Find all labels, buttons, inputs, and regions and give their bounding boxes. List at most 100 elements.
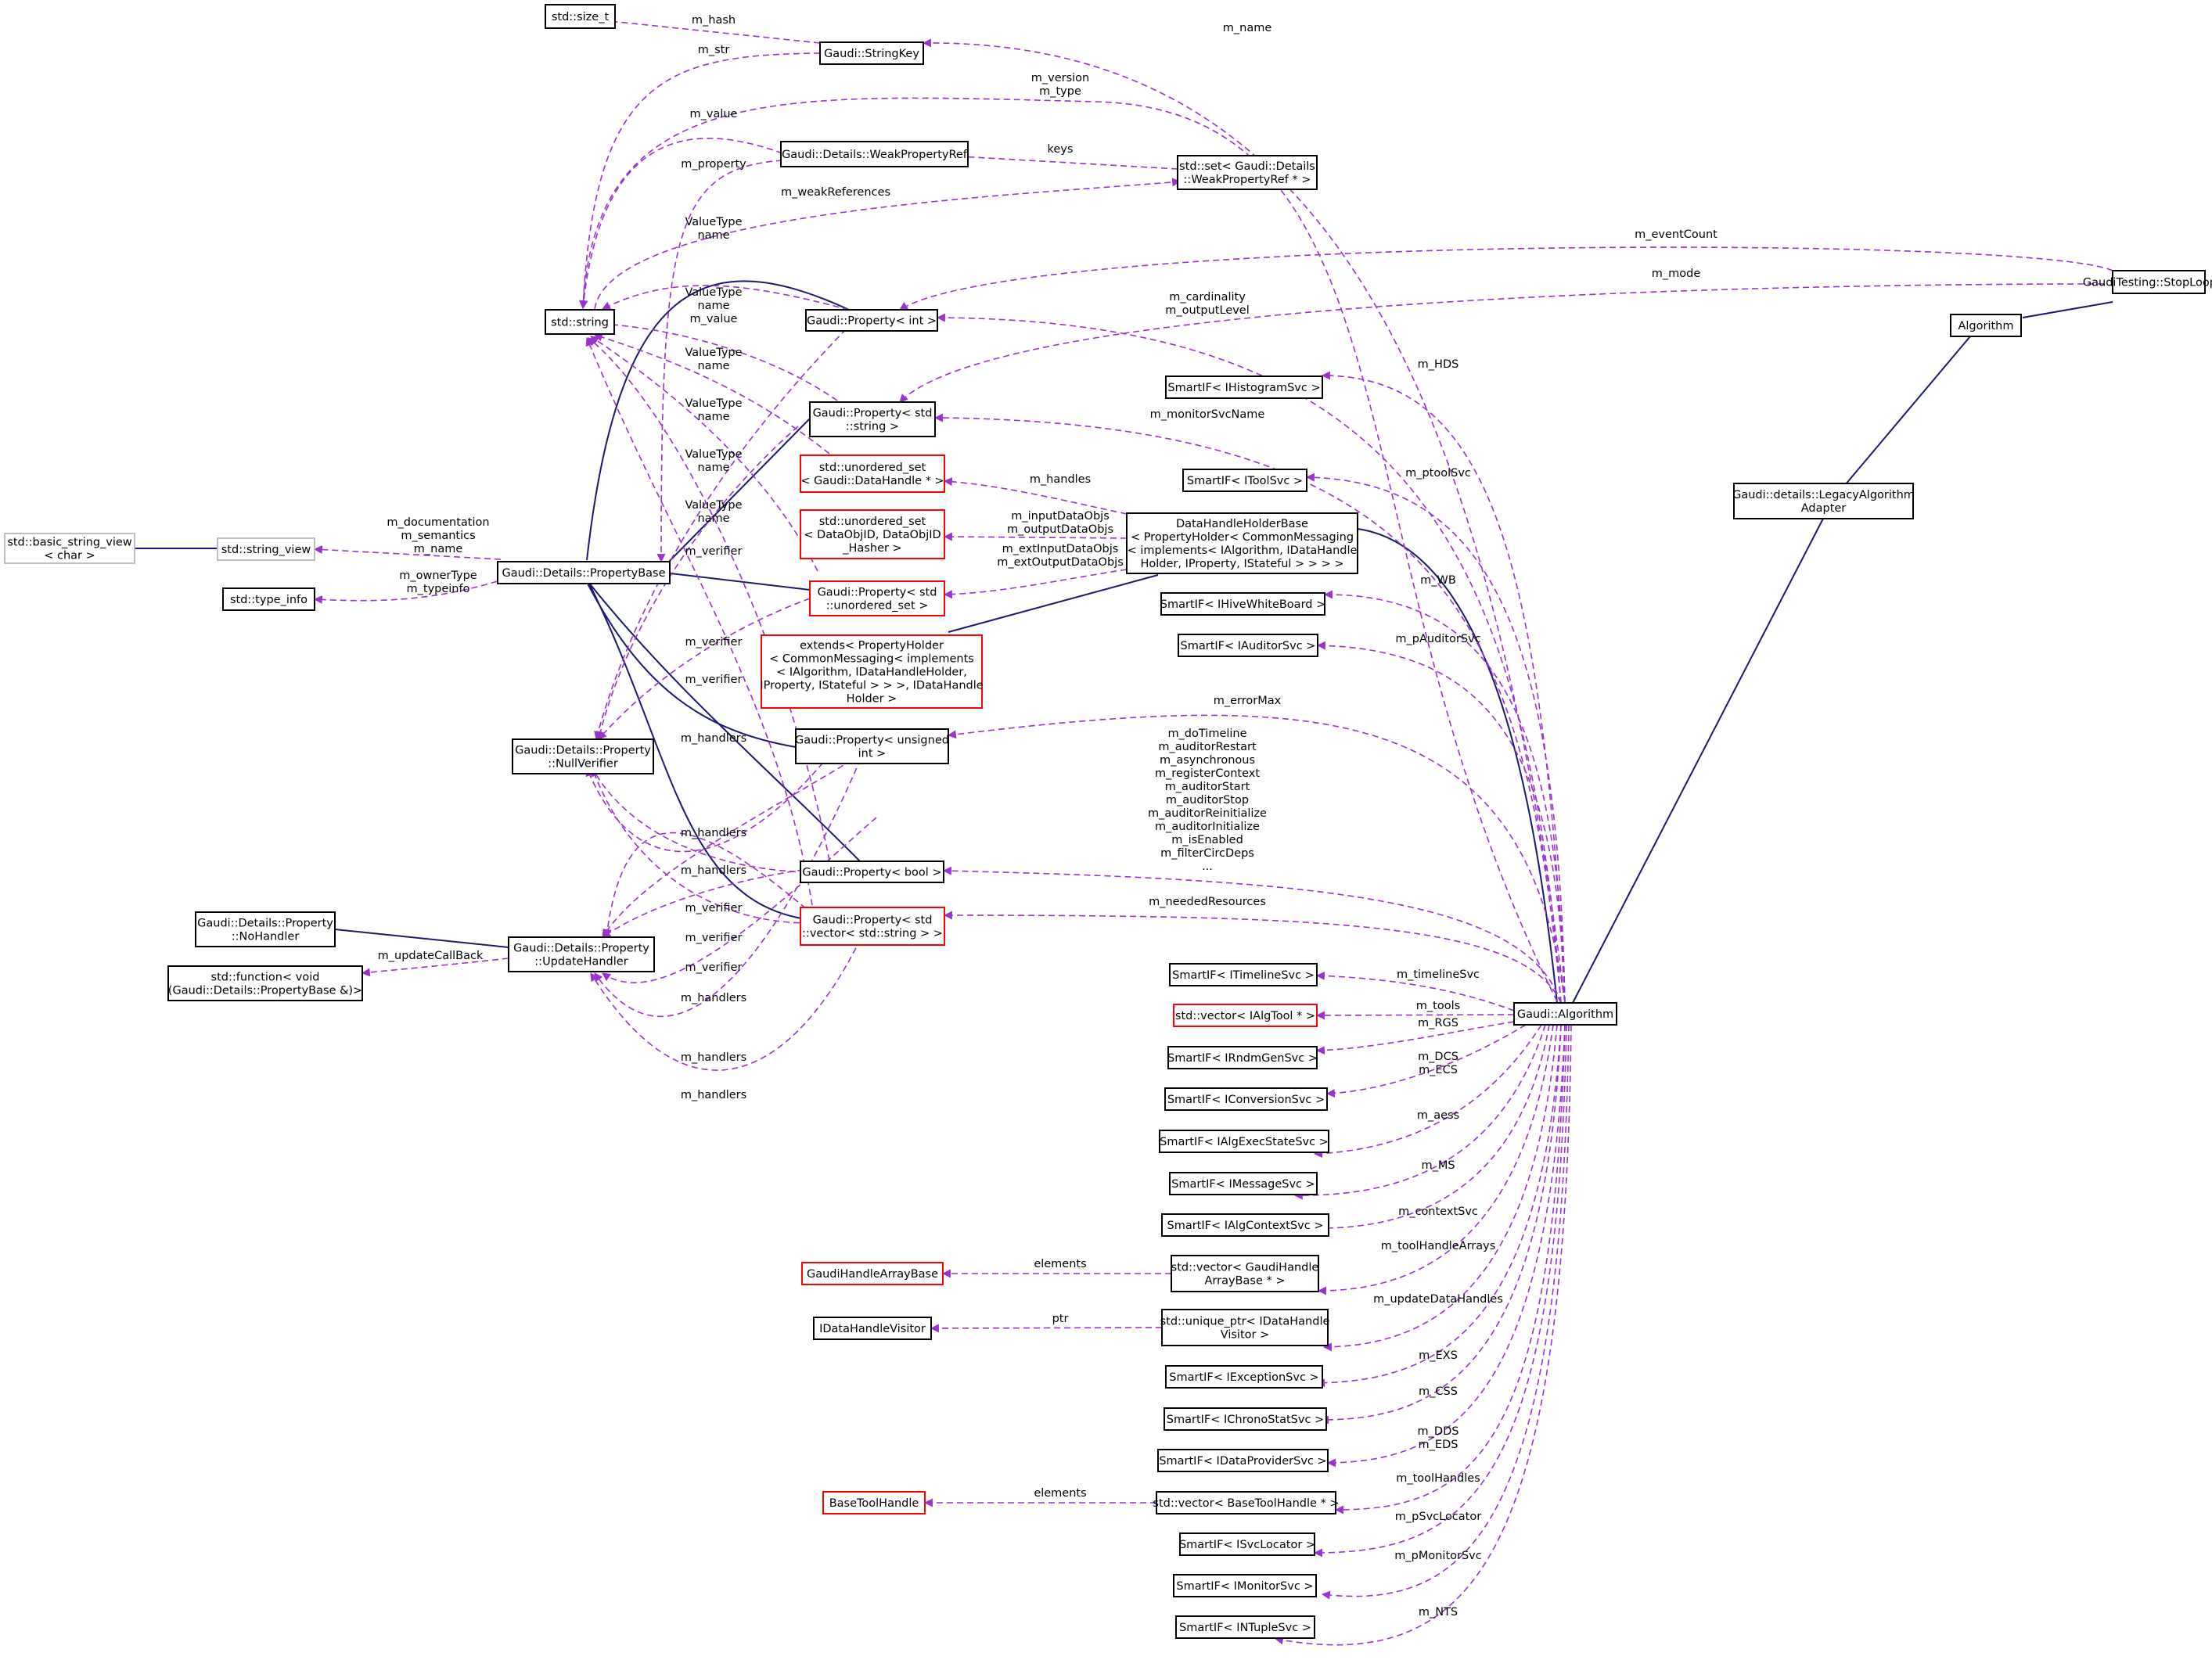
- class-node-stoploop[interactable]: GaudiTesting::StopLoopAlg: [2083, 270, 2212, 294]
- class-node-galg[interactable]: Gaudi::Algorithm: [1513, 1002, 1617, 1026]
- node-box: [1733, 483, 1914, 519]
- node-box: [1169, 963, 1318, 986]
- class-node-vecAlgTool[interactable]: std::vector< IAlgTool * >: [1173, 1004, 1318, 1027]
- edge-updatecb: [361, 958, 509, 977]
- class-node-sConv[interactable]: SmartIF< IConversionSvc >: [1164, 1087, 1328, 1111]
- class-node-sTimeline[interactable]: SmartIF< ITimelineSvc >: [1169, 963, 1318, 986]
- class-node-stringview[interactable]: std::string_view: [217, 537, 315, 561]
- node-label: SmartIF< IMessageSvc >: [1171, 1178, 1315, 1191]
- class-node-propvec[interactable]: Gaudi::Property< std::vector< std::strin…: [800, 907, 945, 946]
- inherit-algorithm-legacy: [1844, 336, 1971, 486]
- class-node-extends[interactable]: extends< PropertyHolder< CommonMessaging…: [760, 634, 984, 709]
- edge-label-text: m_typeinfo: [407, 583, 470, 595]
- node-box: [1177, 155, 1318, 190]
- edge-verifier4: [592, 767, 807, 873]
- edge-needed: [943, 911, 1562, 1004]
- edge-hash: [601, 16, 821, 44]
- class-node-sChrono[interactable]: SmartIF< IChronoStatSvc >: [1164, 1407, 1327, 1431]
- class-node-sAudit[interactable]: SmartIF< IAuditorSvc >: [1178, 634, 1318, 657]
- class-node-sRndm[interactable]: SmartIF< IRndmGenSvc >: [1167, 1046, 1318, 1069]
- edge-label-text: m_weakReferences: [781, 186, 890, 199]
- class-node-typeinfo[interactable]: std::type_info: [222, 587, 315, 611]
- node-box: [1182, 469, 1307, 492]
- class-node-stdfunc[interactable]: std::function< void(Gaudi::Details::Prop…: [167, 965, 363, 1001]
- edge-label-text: m_verifier: [685, 902, 743, 914]
- node-box: [1164, 1087, 1328, 1111]
- class-node-algorithm[interactable]: Algorithm: [1950, 314, 2022, 337]
- class-node-sMsg[interactable]: SmartIF< IMessageSvc >: [1169, 1172, 1318, 1195]
- node-label: SmartIF< IExceptionSvc >: [1169, 1371, 1318, 1384]
- edge-verifier3: [594, 314, 861, 741]
- edge-label-l_aess: m_aess: [1417, 1109, 1459, 1122]
- class-node-propunord[interactable]: Gaudi::Property< std::unordered_set >: [809, 580, 945, 616]
- edge-label-text: m_handlers: [681, 732, 746, 745]
- edge-label-text: m_handlers: [681, 1089, 746, 1101]
- class-node-sLoc[interactable]: SmartIF< ISvcLocator >: [1179, 1532, 1315, 1556]
- class-node-stdstring[interactable]: std::string: [545, 309, 615, 335]
- node-label: Gaudi::Property< std: [813, 914, 933, 927]
- class-node-propbool[interactable]: Gaudi::Property< bool >: [800, 861, 944, 883]
- node-label: Gaudi::Details::WeakPropertyRef: [782, 149, 968, 161]
- class-node-sDP[interactable]: SmartIF< IDataProviderSvc >: [1157, 1449, 1329, 1472]
- class-node-propbase[interactable]: Gaudi::Details::PropertyBase: [497, 561, 671, 584]
- edge-css: [1319, 1024, 1562, 1425]
- class-node-sizet[interactable]: std::size_t: [545, 4, 616, 29]
- class-node-vecGHA[interactable]: std::vector< GaudiHandleArrayBase * >: [1171, 1255, 1319, 1292]
- class-node-updhandler[interactable]: Gaudi::Details::Property::UpdateHandler: [508, 936, 655, 972]
- class-node-sTool[interactable]: SmartIF< IToolSvc >: [1182, 469, 1307, 492]
- class-node-sHive[interactable]: SmartIF< IHiveWhiteBoard >: [1160, 592, 1325, 616]
- class-node-nohandler[interactable]: Gaudi::Details::Property::NoHandler: [195, 911, 336, 947]
- node-box: [800, 509, 945, 559]
- class-node-sExc[interactable]: SmartIF< IExceptionSvc >: [1165, 1365, 1323, 1389]
- node-label: IDataHandleVisitor: [819, 1323, 926, 1335]
- node-box: [1173, 1004, 1318, 1027]
- node-box: [809, 401, 936, 437]
- edge-label-text: m_NTS: [1419, 1606, 1458, 1619]
- node-label: SmartIF< ISvcLocator >: [1179, 1539, 1315, 1551]
- class-node-sHisto[interactable]: SmartIF< IHistogramSvc >: [1165, 375, 1323, 399]
- class-node-propint[interactable]: Gaudi::Property< int >: [805, 309, 938, 332]
- edge-label-text: m_handlers: [681, 827, 746, 839]
- edge-label-l_tools: m_tools: [1416, 1000, 1460, 1012]
- edge-label-l_verifier3: m_verifier: [685, 674, 743, 686]
- class-node-setweak[interactable]: std::set< Gaudi::Details::WeakPropertyRe…: [1177, 155, 1318, 190]
- class-node-unordDH[interactable]: std::unordered_set< Gaudi::DataHandle * …: [800, 455, 945, 493]
- class-node-basicsv[interactable]: std::basic_string_view< char >: [4, 533, 135, 564]
- node-box: [508, 936, 655, 972]
- inherit-nohandler-updhandler: [334, 929, 509, 948]
- class-node-weakref[interactable]: Gaudi::Details::WeakPropertyRef: [780, 141, 969, 167]
- class-node-ghab[interactable]: GaudiHandleArrayBase: [801, 1262, 944, 1285]
- class-node-sMon[interactable]: SmartIF< IMonitorSvc >: [1173, 1574, 1317, 1597]
- node-label: Gaudi::Algorithm: [1517, 1008, 1613, 1021]
- edge-cardinality: [936, 313, 1562, 1004]
- class-node-dhholder[interactable]: DataHandleHolderBase< PropertyHolder< Co…: [1126, 512, 1358, 574]
- class-node-nullver[interactable]: Gaudi::Details::Property::NullVerifier: [512, 738, 654, 774]
- node-label: Gaudi::Property< std: [813, 408, 933, 420]
- edge-label-text: m_hash: [692, 14, 736, 27]
- class-node-vecBTH[interactable]: std::vector< BaseToolHandle * >: [1153, 1491, 1340, 1514]
- edge-label-text: m_HDS: [1418, 358, 1459, 371]
- class-node-stringkey[interactable]: Gaudi::StringKey: [819, 41, 924, 65]
- class-node-bth[interactable]: BaseToolHandle: [822, 1491, 926, 1514]
- class-node-sAES[interactable]: SmartIF< IAlgExecStateSvc >: [1159, 1130, 1329, 1153]
- class-node-uptr[interactable]: std::unique_ptr< IDataHandleVisitor >: [1160, 1309, 1330, 1346]
- class-node-idhv[interactable]: IDataHandleVisitor: [813, 1317, 932, 1340]
- node-box: [222, 587, 315, 611]
- class-node-sCtx[interactable]: SmartIF< IAlgContextSvc >: [1161, 1213, 1329, 1237]
- class-node-propstring[interactable]: Gaudi::Property< std::string >: [809, 401, 936, 437]
- class-node-unordObj[interactable]: std::unordered_set< DataObjID, DataObjID…: [800, 509, 945, 559]
- edge-label-text: m_handles: [1030, 473, 1091, 486]
- edge-verifier1: [595, 426, 799, 741]
- node-box: [545, 4, 616, 29]
- node-box: [1159, 1130, 1329, 1153]
- node-label: SmartIF< INTupleSvc >: [1179, 1622, 1311, 1634]
- node-box: [1126, 512, 1358, 574]
- class-node-sNT[interactable]: SmartIF< INTupleSvc >: [1175, 1615, 1315, 1639]
- node-label: SmartIF< IAuditorSvc >: [1181, 640, 1316, 652]
- edge-label-l_toolhandlearrays: m_toolHandleArrays: [1381, 1240, 1496, 1252]
- edge-aess: [1313, 1024, 1542, 1159]
